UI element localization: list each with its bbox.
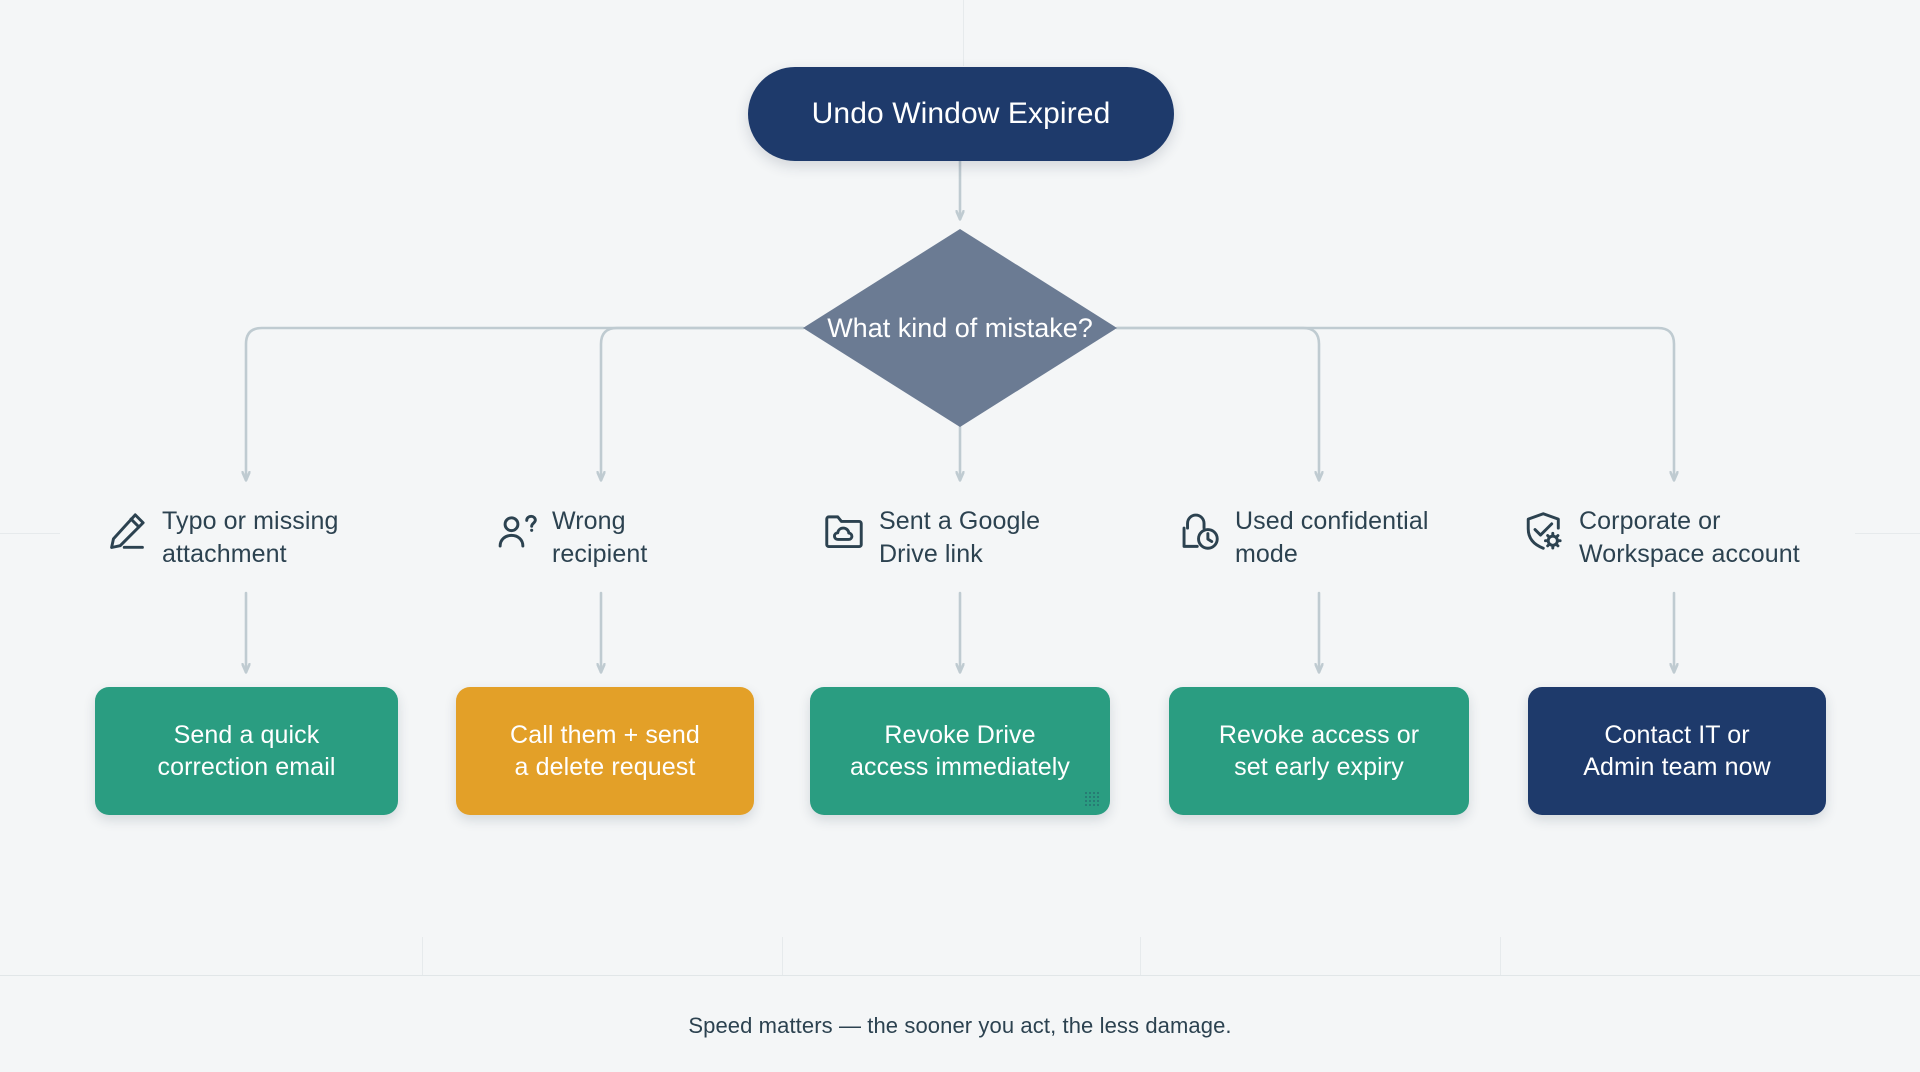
grid-divider-horizontal bbox=[0, 975, 1920, 976]
decision-node-what-kind-of-mistake[interactable]: What kind of mistake? bbox=[803, 229, 1117, 427]
action-node-label: Contact IT or Admin team now bbox=[1583, 721, 1771, 781]
pencil-edit-icon bbox=[105, 509, 149, 553]
branch-label: Sent a Google Drive link bbox=[879, 507, 1041, 568]
footer-note: Speed matters — the sooner you act, the … bbox=[688, 1013, 1232, 1038]
grid-line-vertical bbox=[1140, 937, 1141, 975]
branch-typo-or-missing-attachment[interactable]: Typo or missing attachment bbox=[105, 505, 339, 570]
decision-node-label: What kind of mistake? bbox=[827, 312, 1093, 343]
action-node-label: Call them + send a delete request bbox=[510, 721, 700, 781]
person-question-icon bbox=[495, 509, 539, 553]
branch-corporate-or-workspace-account[interactable]: Corporate or Workspace account bbox=[1522, 505, 1800, 570]
connector-decision-to-branch-2 bbox=[601, 326, 805, 480]
action-node-label: Revoke Drive access immediately bbox=[850, 721, 1070, 781]
connector-decision-to-branch-4 bbox=[1115, 326, 1319, 480]
root-node-undo-window-expired[interactable]: Undo Window Expired bbox=[748, 67, 1174, 161]
branch-sent-a-google-drive-link[interactable]: Sent a Google Drive link bbox=[822, 505, 1040, 570]
action-node-revoke-access-or-set-early-expiry[interactable]: Revoke access or set early expiry bbox=[1169, 687, 1469, 815]
grid-line-horizontal bbox=[0, 533, 60, 534]
connector-decision-to-branch-5 bbox=[1115, 326, 1674, 480]
branch-used-confidential-mode[interactable]: Used confidential mode bbox=[1178, 505, 1429, 570]
branch-wrong-recipient[interactable]: Wrong recipient bbox=[495, 505, 647, 570]
resize-handle[interactable] bbox=[1084, 791, 1100, 807]
lock-clock-icon bbox=[1178, 509, 1222, 553]
grid-line-vertical bbox=[782, 937, 783, 975]
folder-cloud-icon bbox=[822, 509, 866, 553]
action-node-contact-it-or-admin-team-now[interactable]: Contact IT or Admin team now bbox=[1528, 687, 1826, 815]
action-node-call-them-send-a-delete-request[interactable]: Call them + send a delete request bbox=[456, 687, 754, 815]
branch-label: Corporate or Workspace account bbox=[1579, 507, 1800, 568]
branch-label: Typo or missing attachment bbox=[162, 507, 339, 568]
action-node-label: Revoke access or set early expiry bbox=[1218, 721, 1420, 781]
branch-label: Wrong recipient bbox=[552, 507, 648, 568]
action-node-label: Send a quick correction email bbox=[157, 721, 336, 781]
grid-line-vertical bbox=[963, 0, 964, 66]
action-node-send-a-quick-correction-email[interactable]: Send a quick correction email bbox=[95, 687, 398, 815]
grid-line-vertical bbox=[422, 937, 423, 975]
grid-line-horizontal bbox=[1855, 533, 1920, 534]
connector-decision-to-branch-1 bbox=[246, 326, 805, 480]
action-node-revoke-drive-access-immediately[interactable]: Revoke Drive access immediately bbox=[810, 687, 1110, 815]
root-node-label: Undo Window Expired bbox=[811, 97, 1111, 130]
shield-check-gear-icon bbox=[1522, 509, 1566, 553]
branch-label: Used confidential mode bbox=[1235, 507, 1429, 568]
grid-line-vertical bbox=[1500, 937, 1501, 975]
